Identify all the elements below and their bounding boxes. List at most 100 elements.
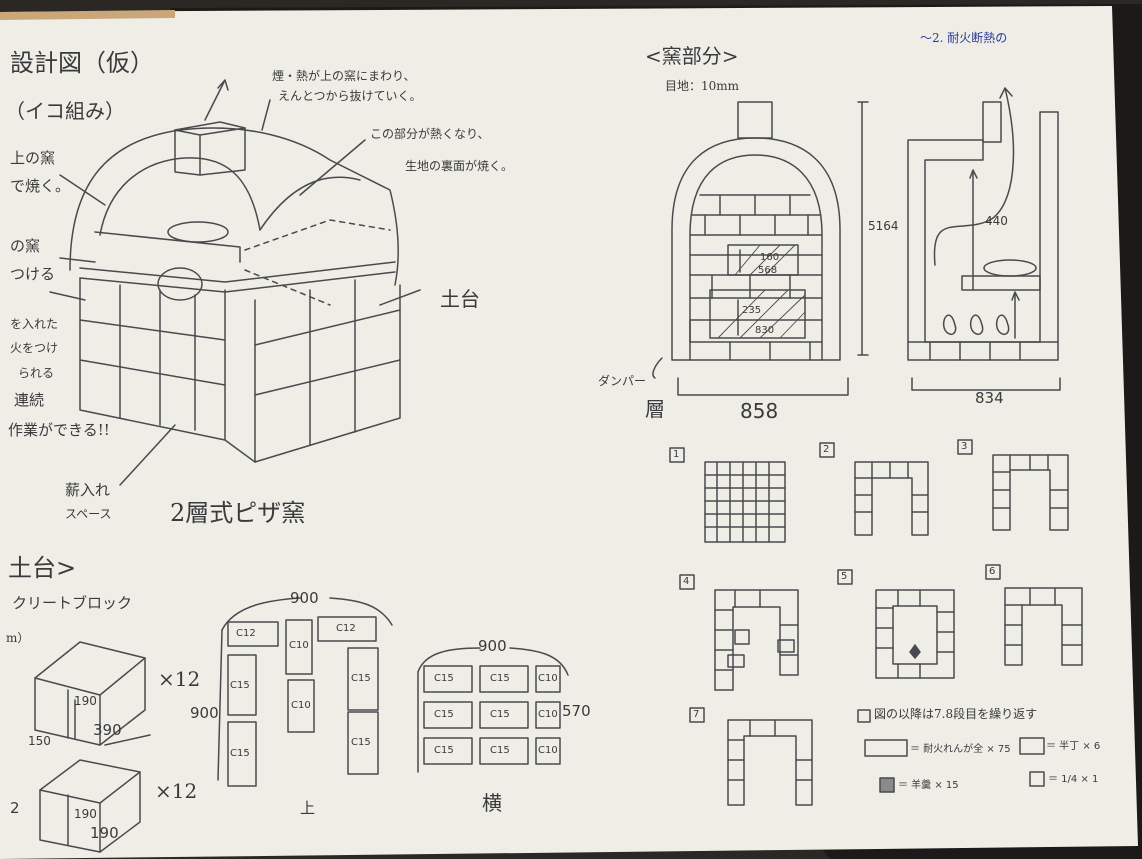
upper-oven-note-line2: で焼く。 xyxy=(10,177,71,195)
legend-2: ＝ 半丁 × 6 xyxy=(1046,741,1101,752)
tag-side-8: C15 xyxy=(490,745,510,756)
layer-num-2: 2 xyxy=(823,444,830,455)
lower-side-note-2: 火をつけ xyxy=(10,341,59,355)
layer-num-5: 5 xyxy=(841,571,848,582)
dim-front-width: 858 xyxy=(740,399,779,423)
side-view-dim-right: 570 xyxy=(562,702,591,720)
layer-1-grid xyxy=(704,461,786,543)
mortar-note: 目地：10mm xyxy=(665,79,740,93)
lower-oven-note-line2: つける xyxy=(10,265,56,283)
side-view-caption: 横 xyxy=(482,791,502,815)
layer-label: 層 xyxy=(645,397,665,421)
layer-diagrams xyxy=(669,439,1083,806)
layer-label-box-2 xyxy=(819,442,835,458)
layer-label-box-1 xyxy=(669,447,685,463)
layer-2-arch xyxy=(854,461,929,536)
unit-label: m） xyxy=(6,631,30,645)
concrete-block-2 xyxy=(39,759,141,853)
oven-side-section xyxy=(907,87,1061,391)
legend-3: ＝ 羊羹 × 15 xyxy=(898,780,959,791)
dim-height: 5164 xyxy=(868,219,899,233)
block1-width: 390 xyxy=(93,721,122,739)
tag-side-1: C15 xyxy=(434,673,454,684)
tag-top-1: C12 xyxy=(236,628,256,639)
layer-num-6: 6 xyxy=(989,566,996,577)
dome-note-line1: この部分が熱くなり、 xyxy=(370,127,490,141)
tag-top-6: C10 xyxy=(291,700,311,711)
block1-height: 190 xyxy=(74,694,97,708)
layer-4-frame xyxy=(714,589,799,691)
dim-side-inner: 440 xyxy=(985,214,1008,228)
tag-side-2: C15 xyxy=(490,673,510,684)
lower-side-note-3: られる xyxy=(18,366,55,380)
layer-label-box-4 xyxy=(679,574,695,590)
block-c15-d xyxy=(347,711,379,775)
dim-side-width: 834 xyxy=(975,389,1004,407)
tag-side-5: C15 xyxy=(490,709,510,720)
tag-top-3: C10 xyxy=(289,640,309,651)
layer-5-square xyxy=(875,589,955,679)
drawing-title: 設計図（仮） xyxy=(10,49,154,77)
layer-label-box-3 xyxy=(957,439,973,455)
layer-label-box-7 xyxy=(689,707,705,723)
concrete-block-1 xyxy=(34,641,146,746)
base-side-view xyxy=(417,647,569,773)
top-view-dim-left: 900 xyxy=(190,704,219,722)
upper-oven-note-line1: 上の窯 xyxy=(10,149,56,167)
legend-4: ＝ 1/4 × 1 xyxy=(1048,774,1099,785)
block1-depth: 150 xyxy=(28,734,51,748)
top-view-caption: 上 xyxy=(300,799,316,817)
top-view-dim-top: 900 xyxy=(290,589,319,607)
legend-brick-quarter xyxy=(1029,771,1045,787)
tag-side-6: C10 xyxy=(538,709,558,720)
layer-repeat-note: 図の以降は7.8段目を繰り返す xyxy=(874,707,1038,721)
lower-side-note-4: 連続 xyxy=(14,391,45,409)
base-top-view xyxy=(217,597,393,787)
legend-1: ＝ 耐火れんが全 × 75 xyxy=(910,744,1011,755)
firewood-label-line1: 薪入れ xyxy=(65,481,111,499)
layer-3-arch xyxy=(992,454,1069,531)
dim-upper: 160 xyxy=(760,252,780,263)
legend-brick-small xyxy=(879,777,895,793)
drawing-subtitle: （イコ組み） xyxy=(5,99,125,123)
dome-note-line2: 生地の裏面が焼く。 xyxy=(405,159,514,173)
block-c15-c xyxy=(227,721,257,787)
oven-heading: <窯部分> xyxy=(645,44,739,68)
layer-num-7: 7 xyxy=(693,709,700,720)
drawing-caption: 2層式ピザ窯 xyxy=(170,499,306,527)
legend-brick-half xyxy=(1019,737,1045,755)
firewood-label-line2: スペース xyxy=(65,507,112,521)
block-label: クリートブロック xyxy=(12,594,133,612)
corner-note: 〜2. 耐火断熱の xyxy=(920,31,1008,45)
block-c12-a xyxy=(227,621,279,647)
tag-top-4: C15 xyxy=(230,680,250,691)
tag-top-2: C12 xyxy=(336,623,356,634)
lower-side-note-1: を入れた xyxy=(10,317,59,331)
block-c12-b xyxy=(317,616,377,642)
block2-depth: 2 xyxy=(10,799,20,817)
isometric-oven xyxy=(49,79,421,486)
layer-label-box-5 xyxy=(837,569,853,585)
paper-shadow xyxy=(0,10,175,20)
note-box xyxy=(857,709,871,723)
block1-qty: ×12 xyxy=(158,667,201,691)
paper-sheet xyxy=(0,6,1138,859)
dim-upper-width: 568 xyxy=(758,265,778,276)
tag-top-7: C15 xyxy=(230,748,250,759)
tag-side-4: C15 xyxy=(434,709,454,720)
block2-height: 190 xyxy=(74,807,97,821)
base-label: 土台 xyxy=(440,287,480,311)
block-c10-b xyxy=(287,679,315,733)
legend-brick-full xyxy=(864,739,908,757)
lower-oven-note-line1: の窯 xyxy=(10,237,41,255)
base-section-heading: 土台> xyxy=(8,554,77,582)
block2-qty: ×12 xyxy=(155,779,198,803)
side-view-dim-top: 900 xyxy=(478,637,507,655)
layer-num-3: 3 xyxy=(961,441,968,452)
tag-top-8: C15 xyxy=(351,737,371,748)
exhaust-note-line2: えんとつから抜けていく。 xyxy=(278,89,422,103)
block-c15-b xyxy=(347,647,379,711)
layer-num-4: 4 xyxy=(683,576,690,587)
layer-7-arch xyxy=(727,719,813,806)
